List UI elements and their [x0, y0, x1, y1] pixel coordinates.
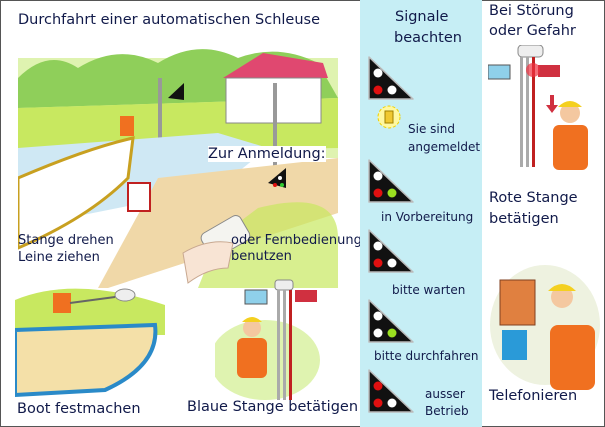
signal-lamp [387, 398, 397, 408]
signal-lamp [373, 328, 383, 338]
signal-4-label: bitte durchfahren [374, 349, 479, 363]
phone-caption: Telefonieren [489, 388, 578, 404]
signal-lamp [387, 328, 397, 338]
caption-blue-pole: Blaue Stange betätigen [187, 399, 359, 415]
signal-lamp [373, 258, 383, 268]
fault-heading: Bei Störung [489, 3, 574, 19]
phone-illustration [490, 265, 600, 390]
signal-lamp [387, 258, 397, 268]
signal-lamp [387, 85, 397, 95]
signal-light-2 [368, 159, 414, 203]
signal-lamp [373, 398, 383, 408]
signal-lamp [373, 171, 383, 181]
signal-lamp [373, 68, 383, 78]
signal-1-label-2: angemeldet [408, 140, 481, 154]
registration-heading: Zur Anmeldung: [208, 146, 326, 162]
red-pole-illustration [488, 45, 588, 170]
signals-heading-2: beachten [394, 30, 462, 46]
caption-remote: oder Fernbedienung [231, 233, 362, 248]
caption-pull-line: Leine ziehen [18, 250, 100, 265]
signal-5-label-2: Betrieb [425, 404, 469, 418]
fault-heading-2: oder Gefahr [489, 23, 576, 39]
signal-1-label: Sie sind [408, 122, 455, 136]
signal-lamp [373, 311, 383, 321]
caption-turn-pole: Stange drehen [18, 233, 114, 248]
signal-light-3 [368, 229, 414, 273]
signal-light-1 [368, 56, 414, 100]
lock-scene-illustration [18, 49, 338, 288]
signal-3-label: bitte warten [392, 283, 466, 297]
signal-light-5 [368, 369, 414, 413]
red-pole-caption: Rote Stange [489, 190, 578, 206]
blue-pole-illustration [215, 279, 320, 400]
sun-lamp-icon [377, 105, 401, 129]
poster-title: Durchfahrt einer automatischen Schleuse [18, 12, 321, 28]
red-pole-caption-2: betätigen [489, 211, 559, 227]
signal-lamp [387, 188, 397, 198]
caption-moor-boat: Boot festmachen [17, 401, 141, 417]
signal-lamp [373, 188, 383, 198]
caption-remote-use: benutzen [231, 249, 292, 264]
signals-heading: Signale [395, 9, 449, 25]
signal-lamp [373, 241, 383, 251]
signal-light-4 [368, 299, 414, 343]
signal-5-label: ausser [425, 387, 465, 401]
signal-2-label: in Vorbereitung [381, 210, 474, 224]
mooring-illustration [15, 288, 165, 398]
signal-lamp [373, 85, 383, 95]
signal-lamp [373, 381, 383, 391]
